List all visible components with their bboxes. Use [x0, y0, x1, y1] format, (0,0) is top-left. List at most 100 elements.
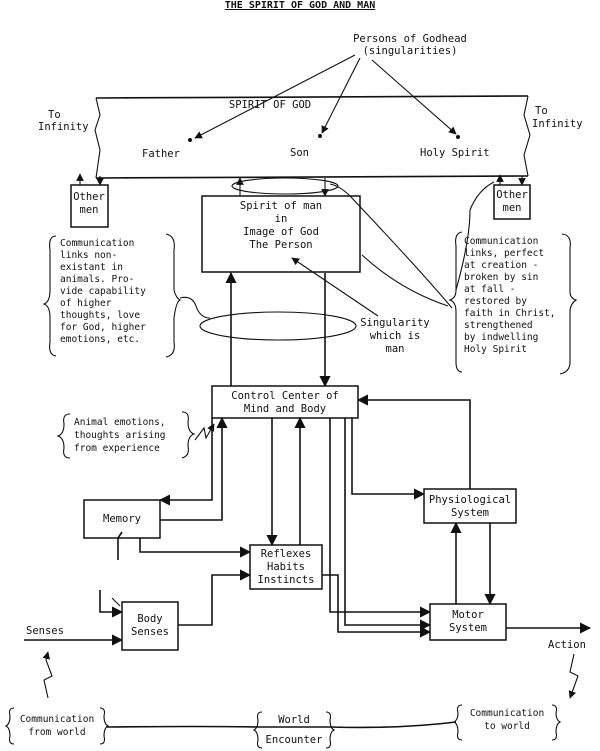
note-left-line: emotions, etc. [60, 334, 140, 345]
from-world-brace-close [99, 707, 110, 745]
note-left: Communication links non- existant in ani… [60, 238, 146, 345]
link-physiological-to-control [356, 394, 471, 489]
motor-label: Motor [452, 609, 484, 621]
note-left-line: of higher [60, 298, 112, 309]
note-right-line: restored by [464, 296, 527, 307]
body-senses-box [121, 601, 179, 651]
other-men-right-box [493, 184, 531, 220]
animal-emotions-zigzag [194, 423, 215, 441]
note-left-brace-close [165, 233, 182, 358]
note-left-line: links non- [60, 250, 117, 261]
reflexes-box [249, 544, 323, 590]
animal-emotions-line3: from experience [74, 443, 160, 454]
animal-emotions-line1: Animal emotions, [74, 417, 166, 428]
person-son: Son [290, 147, 309, 159]
link-control-to-motor-2 [344, 418, 432, 631]
to-infinity-left: To [48, 109, 61, 121]
band-left-edge [94, 97, 101, 179]
note-right-pointer-other-men [455, 181, 495, 291]
squiggle-world-to-senses [42, 651, 53, 699]
note-right-brace-open [448, 231, 463, 373]
note-right-line: by indwelling [464, 332, 538, 343]
band-right-edge [523, 95, 531, 177]
animal-emotions-brace-close [181, 411, 196, 459]
reflexes-label-3: Instincts [258, 574, 315, 586]
link-memory-to-reflexes [139, 538, 252, 558]
control-center-label-2: Mind and Body [244, 403, 326, 415]
to-infinity-right-2: Infinity [532, 118, 583, 130]
note-right-pointer-upper [329, 183, 453, 309]
singularity-label-3: man [386, 343, 405, 355]
note-right-brace-close [559, 233, 578, 375]
from-world-line1: Communication [20, 714, 94, 725]
other-men-right-label: Other [496, 189, 528, 201]
diagram-title: THE SPIRIT OF GOD AND MAN [225, 0, 376, 11]
body-senses-label: Body [137, 613, 162, 625]
memory-box [83, 499, 161, 539]
to-world-line1: Communication [470, 708, 544, 719]
singularity-label: Singularity [360, 317, 430, 329]
link-control-to-memory [158, 418, 213, 506]
senses-label: Senses [26, 625, 64, 637]
note-left-brace-open [42, 235, 57, 357]
singularity-pointer [291, 257, 379, 317]
reflexes-label-2: Habits [267, 561, 305, 573]
note-left-line: Communication [60, 238, 134, 249]
note-right-line: broken by sin [464, 272, 538, 283]
link-memory-tick [117, 531, 123, 539]
link-control-to-motor [329, 418, 432, 618]
note-right-line: links, perfect [464, 248, 544, 259]
link-reflexes-to-motor [322, 574, 432, 638]
motor-label-2: System [449, 622, 487, 634]
physiological-label-2: System [451, 507, 489, 519]
spirit-of-man-line4: The Person [249, 239, 312, 251]
to-infinity-left-2: Infinity [38, 121, 89, 133]
link-body-senses-tick [111, 597, 121, 607]
person-holy-spirit: Holy Spirit [420, 147, 490, 159]
father-point [188, 138, 192, 142]
note-right: Communication links, perfect at creation… [464, 236, 556, 355]
spirit-of-god-band [95, 95, 529, 99]
animal-emotions-line2: thoughts arising [74, 430, 166, 441]
person-father: Father [142, 148, 180, 160]
note-right-pointer-middle [361, 254, 449, 307]
memory-label: Memory [103, 513, 141, 525]
note-left-pointer [179, 296, 211, 319]
to-world-brace-close [551, 704, 562, 741]
note-right-line: faith in Christ, [464, 308, 556, 319]
to-world-brace-open [452, 704, 463, 741]
singularity-ellipse [199, 311, 357, 341]
spirit-of-man-line3: Image of God [243, 226, 319, 238]
note-left-line: existant in [60, 262, 123, 273]
note-left-line: vide capability [60, 286, 146, 297]
singularity-label-2: which is [370, 330, 421, 342]
control-center-label: Control Center of [231, 390, 338, 402]
note-left-line: thoughts, love [60, 310, 140, 321]
encounter-line1: World [278, 714, 310, 726]
squiggle-action-to-world [568, 653, 579, 699]
note-right-line: Communication [464, 236, 538, 247]
son-point [318, 134, 322, 138]
physiological-box [423, 488, 517, 524]
from-world-brace-open [4, 707, 15, 745]
other-men-left-label-2: men [80, 204, 99, 216]
note-right-line: Holy Spirit [464, 344, 527, 355]
spirit-of-man-box [201, 195, 361, 273]
note-left-line: for God, higher [60, 322, 146, 333]
link-control-to-physiological [351, 418, 426, 500]
animal-emotions-brace-open [56, 413, 71, 459]
reflexes-label: Reflexes [261, 548, 312, 560]
holy-spirit-point [456, 135, 460, 139]
other-men-left-label: Other [73, 191, 105, 203]
godhead-label: Persons of Godhead [353, 33, 467, 45]
body-senses-label-2: Senses [131, 626, 169, 638]
physiological-label: Physiological [429, 494, 511, 506]
arrow-to-son [321, 57, 361, 134]
spirit-of-man-line1: Spirit of man [240, 200, 322, 212]
action-label: Action [548, 639, 586, 651]
note-right-line: strengthened [464, 320, 533, 331]
spirit-of-man-line2: in [275, 213, 288, 225]
to-world-line2: to world [484, 721, 530, 732]
note-right-line: at creation - [464, 260, 538, 271]
